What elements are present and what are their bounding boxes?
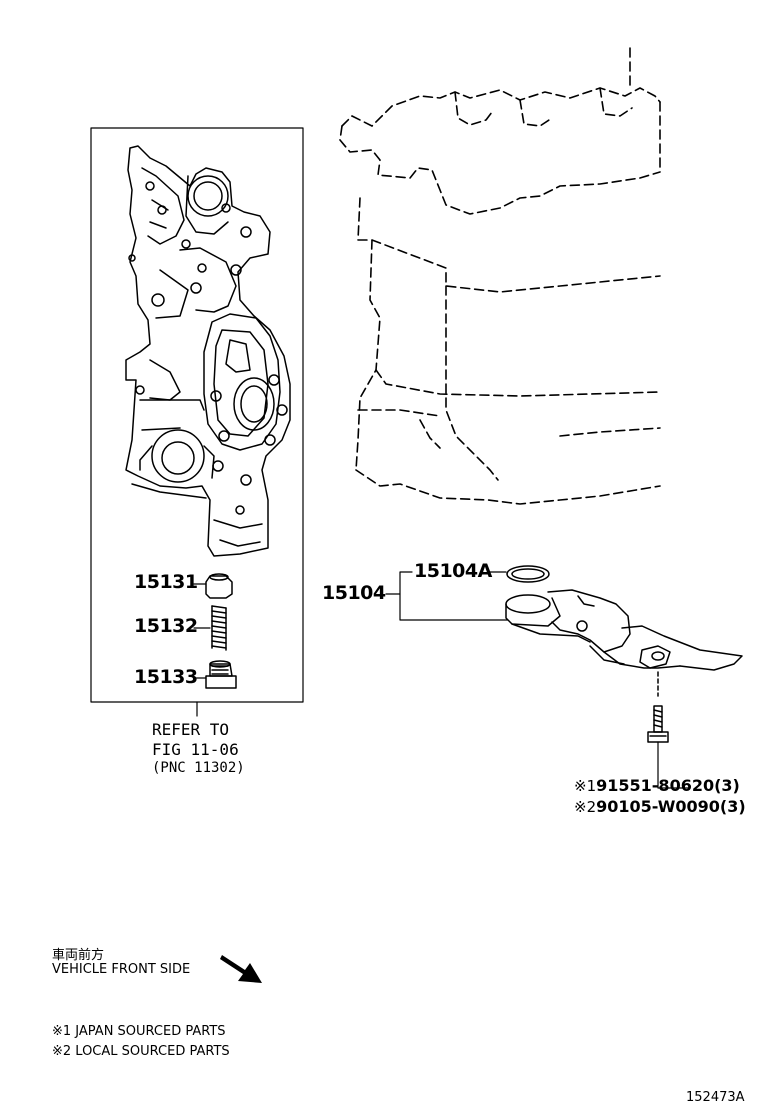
timing-chain-cover-drawing bbox=[125, 145, 291, 557]
legend-japan-sourced: ※1 JAPAN SOURCED PARTS bbox=[52, 1024, 226, 1039]
engine-block-outline bbox=[339, 47, 661, 505]
bolt-mark-2: ※2 bbox=[574, 798, 597, 816]
bolt-number-local: ※290105-W0090(3) bbox=[574, 797, 746, 816]
reference-line-3: (PNC 11302) bbox=[152, 760, 245, 776]
reference-line-1: REFER TO bbox=[152, 720, 230, 739]
part-15133-shape bbox=[205, 660, 237, 689]
oil-strainer-drawing bbox=[505, 565, 743, 671]
bolt-number-1: 91551-80620(3) bbox=[596, 776, 740, 795]
legend-local-sourced: ※2 LOCAL SOURCED PARTS bbox=[52, 1044, 230, 1059]
front-direction-english: VEHICLE FRONT SIDE bbox=[52, 962, 191, 977]
gasket-15104A-shape bbox=[506, 565, 550, 583]
part-label-15104A: 15104A bbox=[414, 560, 492, 582]
bolt-drawing bbox=[647, 671, 689, 789]
bolt-number-2: 90105-W0090(3) bbox=[596, 797, 746, 816]
bolt-mark-1: ※1 bbox=[574, 777, 597, 795]
part-label-15104: 15104 bbox=[322, 582, 386, 604]
part-label-15133: 15133 bbox=[134, 666, 198, 688]
part-15132-shape bbox=[211, 605, 227, 651]
figure-id: 152473A bbox=[686, 1090, 745, 1105]
reference-line-2: FIG 11-06 bbox=[152, 740, 239, 759]
bolt-number-japan: ※191551-80620(3) bbox=[574, 776, 740, 795]
relief-valve-parts-drawing bbox=[205, 573, 237, 689]
part-label-15132: 15132 bbox=[134, 615, 198, 637]
part-label-15131: 15131 bbox=[134, 571, 198, 593]
front-direction-japanese: 車両前方 bbox=[52, 948, 105, 963]
vehicle-front-arrow bbox=[220, 955, 262, 983]
